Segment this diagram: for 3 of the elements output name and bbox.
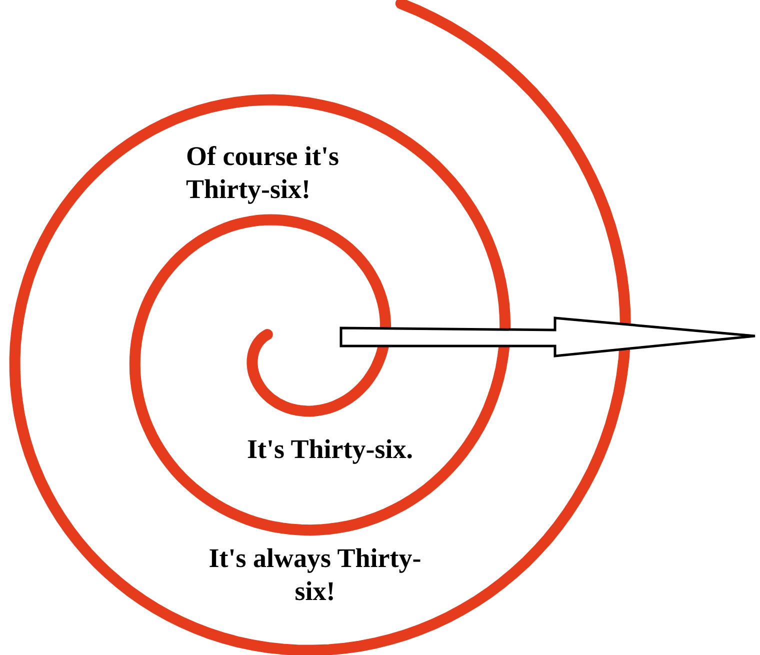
callout-text: It's always Thirty-six! [208, 542, 422, 608]
callout-text: Of course it's Thirty-six! [186, 140, 340, 206]
callout-text: It's Thirty-six. [246, 433, 414, 466]
